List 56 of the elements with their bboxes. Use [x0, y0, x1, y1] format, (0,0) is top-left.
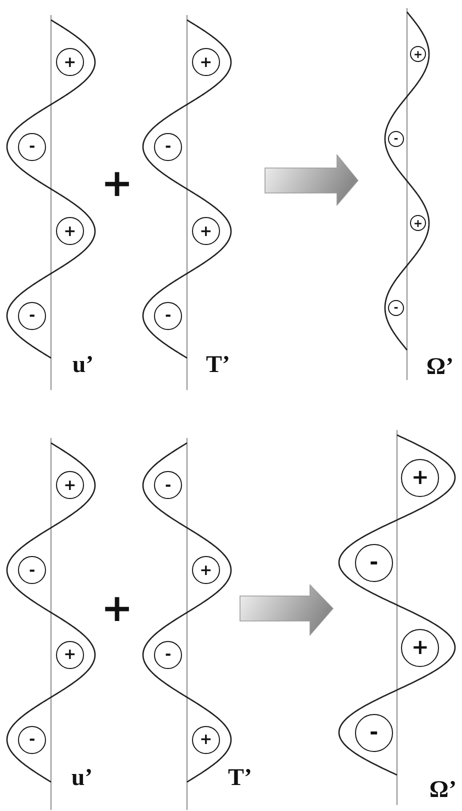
sign-symbol: +	[200, 562, 212, 578]
sign-symbol: +	[64, 647, 76, 662]
sign-circle	[388, 130, 404, 147]
variable-label: T’	[228, 766, 252, 790]
sign-symbol: +	[64, 478, 76, 493]
sign-symbol: -	[28, 139, 36, 154]
sign-symbol: -	[164, 647, 172, 662]
sign-circle	[154, 132, 182, 161]
sign-circle	[18, 132, 46, 161]
sign-circle	[18, 556, 46, 584]
sign-circle	[192, 217, 220, 246]
sign-symbol: -	[164, 139, 172, 154]
sign-symbol: +	[200, 54, 212, 70]
sign-circle	[192, 48, 220, 76]
sign-symbol: -	[369, 722, 378, 743]
variable-label: Ω’	[429, 778, 457, 802]
sign-symbol: -	[28, 308, 36, 324]
sign-symbol: -	[394, 133, 398, 144]
sign-circle	[388, 300, 404, 316]
sign-symbol: +	[200, 732, 212, 748]
sign-symbol: +	[411, 467, 429, 488]
sign-symbol: +	[411, 637, 429, 658]
sign-circle	[56, 471, 84, 500]
sign-circle	[401, 458, 440, 496]
variable-label: u’	[71, 766, 93, 790]
sign-circle	[354, 714, 393, 752]
sign-circle	[401, 628, 440, 666]
sign-symbol: +	[200, 224, 212, 239]
sign-symbol: -	[28, 562, 36, 578]
sign-circle	[154, 302, 182, 330]
sign-circle	[154, 471, 182, 500]
sign-circle	[192, 726, 220, 754]
sign-symbol: +	[64, 54, 76, 70]
sign-circle	[192, 556, 220, 584]
sign-symbol: -	[28, 732, 36, 748]
sign-circle	[18, 726, 46, 754]
plus-sign: +	[101, 589, 133, 627]
sign-symbol: +	[413, 218, 423, 229]
sign-circle	[354, 544, 393, 582]
sign-symbol: -	[164, 308, 172, 324]
sign-symbol: -	[164, 478, 172, 493]
sign-symbol: +	[413, 48, 423, 60]
sign-circle	[56, 640, 84, 669]
sign-circle	[56, 217, 84, 246]
plus-sign: +	[101, 164, 133, 202]
sign-symbol: -	[369, 552, 378, 573]
sign-circle	[154, 640, 182, 669]
variable-label: T’	[206, 353, 230, 377]
sign-circle	[18, 302, 46, 330]
sign-circle	[56, 48, 84, 76]
variable-label: u’	[72, 353, 94, 377]
variable-label: Ω’	[426, 355, 454, 379]
sign-circle	[410, 46, 426, 62]
sign-symbol: +	[64, 224, 76, 239]
sign-circle	[410, 215, 426, 232]
sign-symbol: -	[394, 302, 398, 314]
